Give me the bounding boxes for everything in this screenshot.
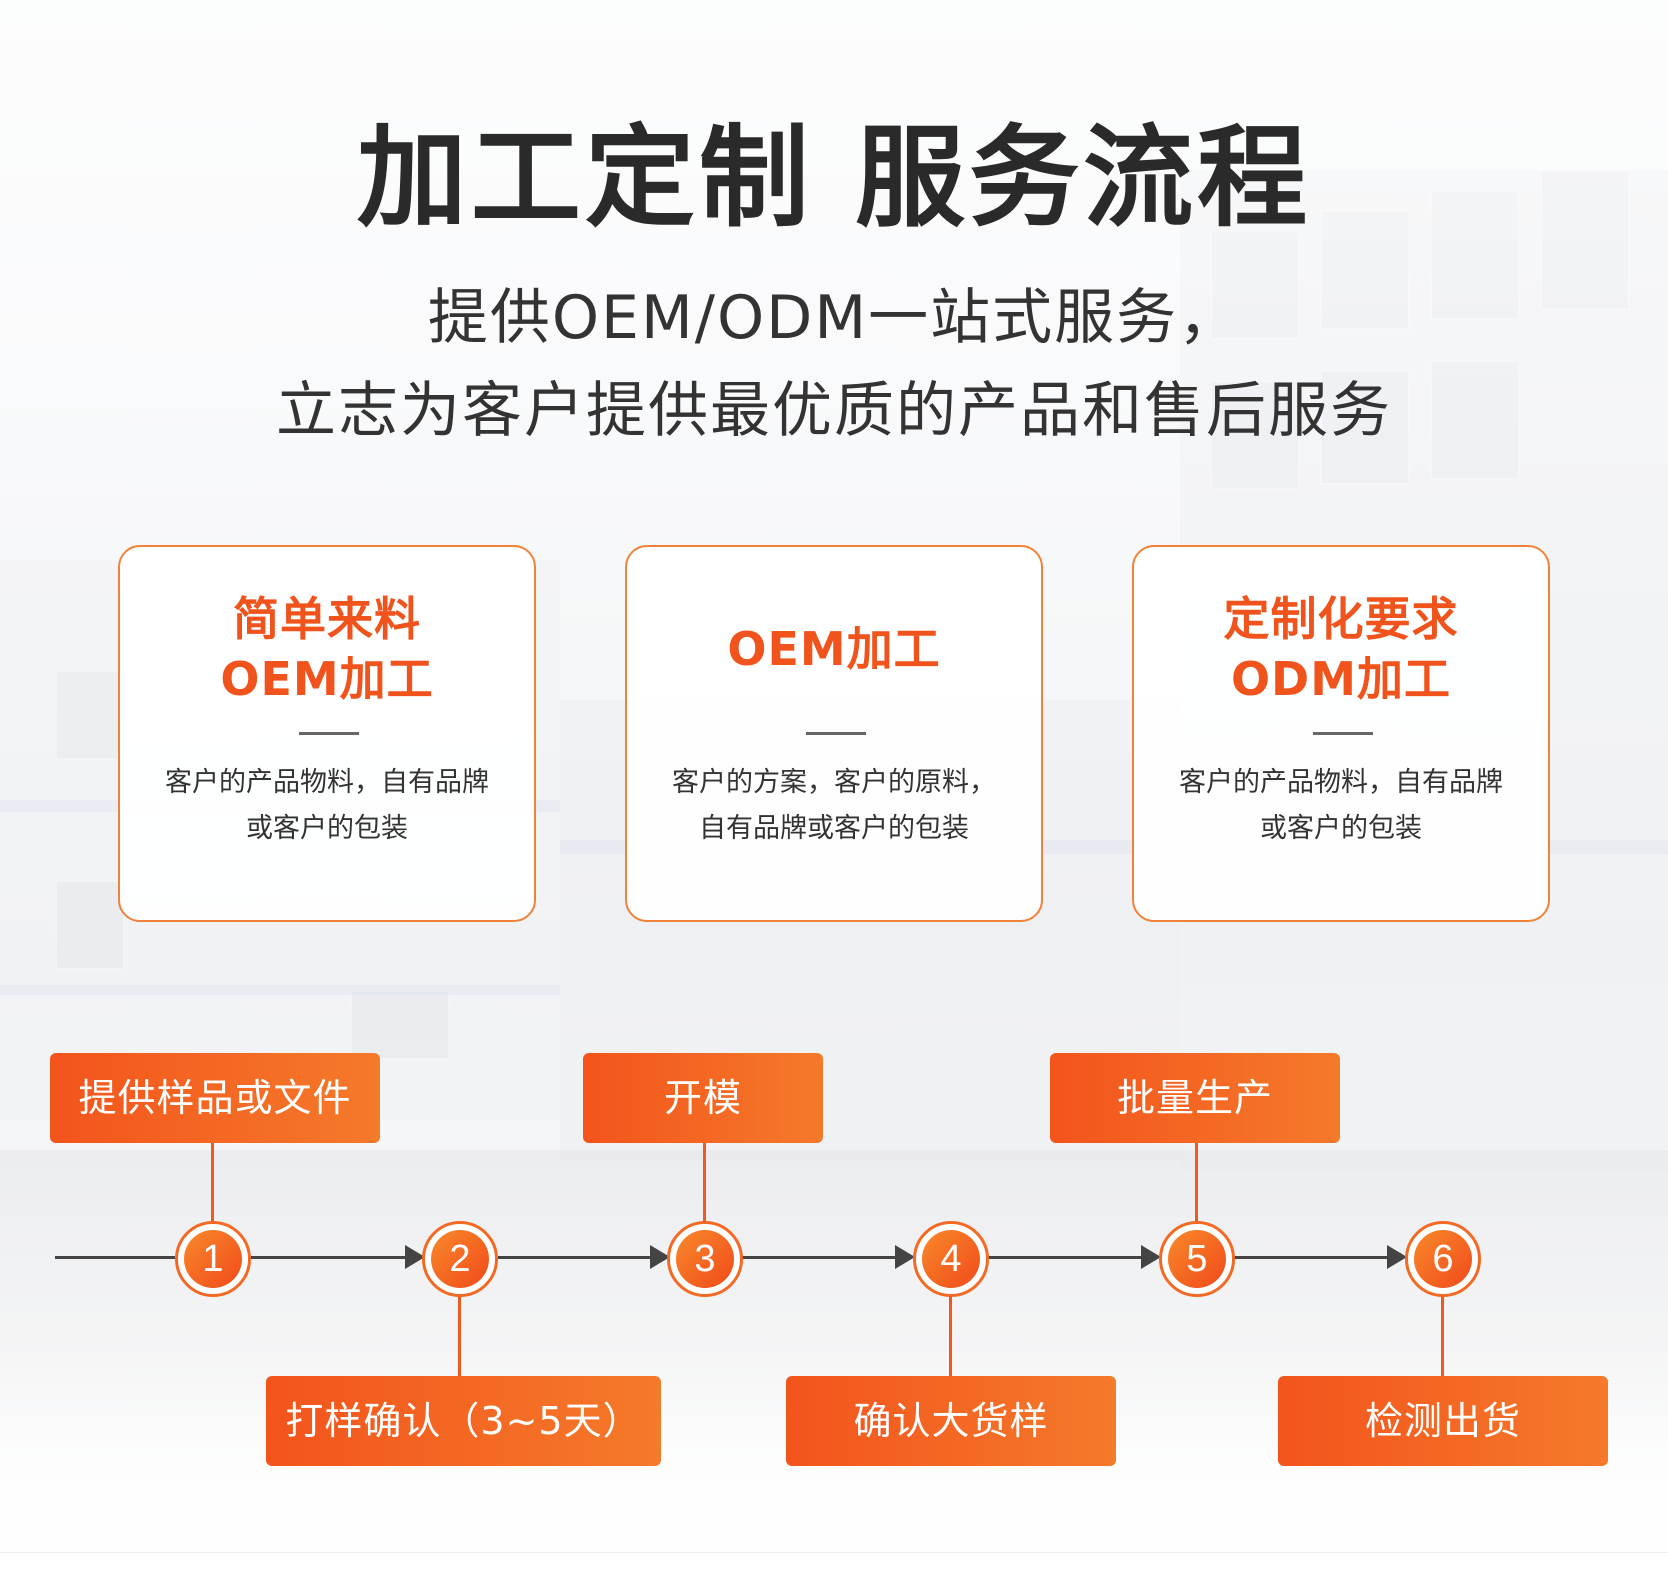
card-description-line-1: 客户的方案，客户的原料，	[672, 767, 996, 798]
card-title-line-2: ODM加工	[1230, 652, 1452, 706]
subtitle-line-2: 立志为客户提供最优质的产品和售后服务	[276, 376, 1392, 446]
step-number: 6	[1414, 1230, 1472, 1288]
card-divider	[1313, 732, 1373, 735]
subtitle-line-1: 提供OEM/ODM一站式服务，	[427, 283, 1241, 353]
step-2-marker: 2	[422, 1221, 498, 1297]
timeline-segment	[740, 1256, 895, 1259]
card-description-line-1: 客户的产品物料，自有品牌	[1179, 767, 1503, 798]
step-number: 5	[1168, 1230, 1226, 1288]
step-connector	[458, 1296, 461, 1376]
arrow-right-icon	[1141, 1245, 1161, 1269]
step-6-marker: 6	[1405, 1221, 1481, 1297]
step-connector	[949, 1296, 952, 1376]
step-4-marker: 4	[913, 1221, 989, 1297]
arrow-right-icon	[1387, 1245, 1407, 1269]
service-card-odm: 定制化要求 ODM加工 客户的产品物料，自有品牌 或客户的包装	[1132, 545, 1550, 922]
timeline-segment	[986, 1256, 1141, 1259]
step-3-label: 开模	[583, 1053, 823, 1143]
step-1-marker: 1	[175, 1221, 251, 1297]
step-number: 3	[676, 1230, 734, 1288]
step-connector	[1441, 1296, 1444, 1376]
arrow-right-icon	[405, 1245, 425, 1269]
step-5-label: 批量生产	[1050, 1053, 1340, 1143]
step-connector	[703, 1142, 706, 1222]
timeline-segment	[1232, 1256, 1387, 1259]
timeline-segment	[250, 1256, 405, 1259]
bottom-band	[0, 1552, 1668, 1590]
step-connector	[211, 1142, 214, 1222]
timeline-segment	[55, 1256, 175, 1259]
arrow-right-icon	[895, 1245, 915, 1269]
service-card-simple-oem: 简单来料 OEM加工 客户的产品物料，自有品牌 或客户的包装	[118, 545, 536, 922]
card-title-line-2: OEM加工	[220, 652, 434, 706]
step-4-label: 确认大货样	[786, 1376, 1116, 1466]
card-divider	[299, 732, 359, 735]
step-connector	[1195, 1142, 1198, 1222]
arrow-right-icon	[650, 1245, 670, 1269]
step-6-label: 检测出货	[1278, 1376, 1608, 1466]
step-5-marker: 5	[1159, 1221, 1235, 1297]
step-2-label: 打样确认（3~5天）	[266, 1376, 661, 1466]
card-title-line-1: 简单来料	[233, 592, 421, 646]
service-card-oem: OEM加工 客户的方案，客户的原料， 自有品牌或客户的包装	[625, 545, 1043, 922]
step-1-label: 提供样品或文件	[50, 1053, 380, 1143]
card-title-line-1: 定制化要求	[1223, 592, 1459, 646]
card-description-line-2: 或客户的包装	[246, 813, 408, 844]
step-number: 4	[922, 1230, 980, 1288]
card-description-line-1: 客户的产品物料，自有品牌	[165, 767, 489, 798]
page-title: 加工定制 服务流程	[356, 114, 1312, 242]
card-description-line-2: 自有品牌或客户的包装	[699, 813, 969, 844]
step-number: 2	[431, 1230, 489, 1288]
step-number: 1	[184, 1230, 242, 1288]
step-3-marker: 3	[667, 1221, 743, 1297]
card-title: OEM加工	[727, 622, 941, 676]
timeline-segment	[498, 1256, 650, 1259]
card-divider	[806, 732, 866, 735]
card-description-line-2: 或客户的包装	[1260, 813, 1422, 844]
